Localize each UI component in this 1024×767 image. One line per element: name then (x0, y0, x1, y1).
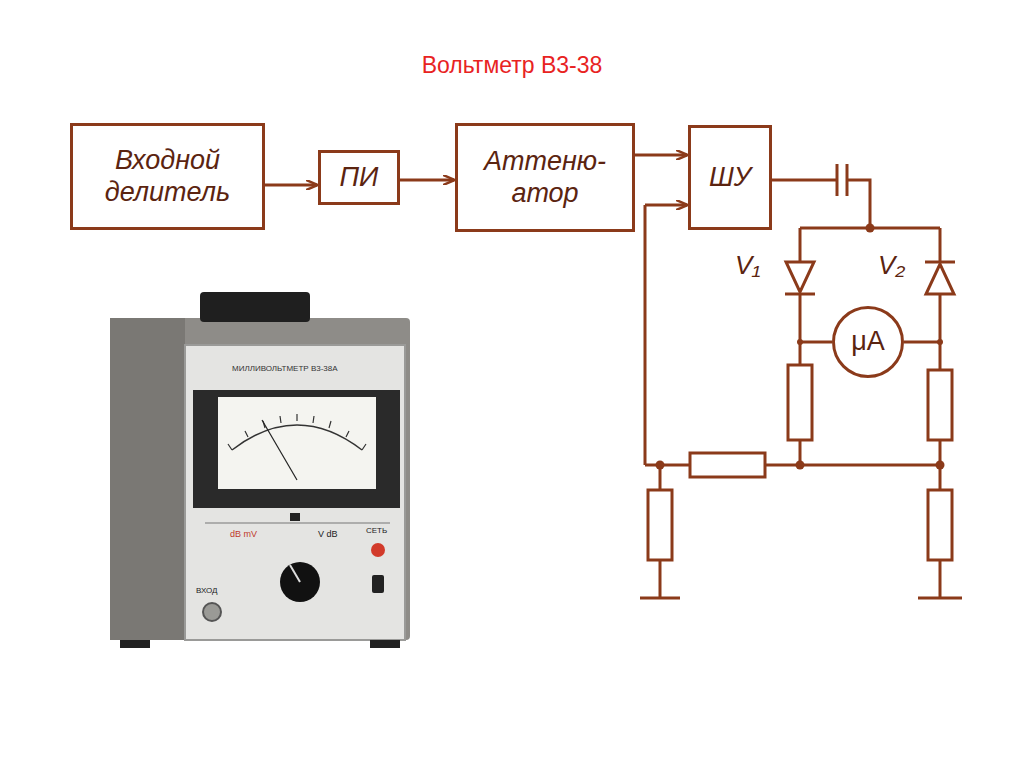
process-box: Аттеню- атор (455, 123, 635, 232)
feedback-wire (644, 205, 647, 465)
wire (904, 341, 940, 344)
diode-label: V₂ (878, 250, 905, 281)
junction-dots (656, 224, 945, 470)
device-foot (370, 640, 400, 648)
wire (848, 180, 870, 228)
scale-legend: V dB (318, 529, 338, 539)
box-label: Аттеню- атор (483, 146, 608, 208)
resistor-symbol (928, 370, 952, 440)
resistor-symbol (690, 453, 765, 477)
wire (799, 228, 802, 262)
device-illustration (110, 292, 410, 648)
junction-dot (656, 461, 665, 470)
diagram-title: Вольтметр В3-38 (0, 52, 1024, 79)
scale-ticks (228, 414, 366, 450)
device-handle (200, 292, 310, 322)
box-label: Входной делитель (93, 145, 243, 207)
diode-label: V₁ (735, 250, 761, 281)
wire (800, 341, 832, 344)
circle-outline (834, 308, 903, 377)
box-label: ПИ (340, 162, 379, 193)
arrow-connector (635, 154, 687, 157)
corrector-screw (290, 513, 300, 521)
diode-symbol (926, 264, 954, 294)
meter-needle (262, 420, 297, 480)
resistor-symbol (788, 365, 812, 440)
process-box: ШУ (688, 125, 772, 230)
junction-dot (936, 461, 945, 470)
junction-dot (937, 339, 943, 345)
power-switch (372, 575, 384, 593)
device-side (110, 318, 185, 640)
meter-scale (218, 397, 376, 489)
panel-line (205, 523, 390, 524)
ground-symbol (640, 597, 680, 600)
diode-symbol (786, 262, 814, 292)
process-box: Входной делитель (70, 123, 265, 230)
wire (645, 464, 690, 467)
range-knob (280, 562, 320, 602)
wire (765, 464, 940, 467)
device-foot (120, 640, 150, 648)
box-label: ШУ (709, 162, 751, 193)
feedback-arrow (645, 204, 687, 207)
wire (939, 228, 942, 262)
input-connector (203, 603, 221, 621)
wire (799, 294, 802, 365)
scale-arc (232, 425, 362, 450)
box-label: μA (851, 326, 885, 357)
meter-frame (193, 390, 400, 508)
capacitor-plate (836, 164, 839, 196)
process-box: ПИ (318, 150, 400, 205)
junction-dot (866, 224, 875, 233)
power-lamp (371, 543, 385, 557)
wire (659, 560, 662, 597)
arrow-connector (400, 179, 454, 182)
resistor-symbol (928, 490, 952, 560)
wire (939, 560, 942, 597)
resistor-symbol (648, 490, 672, 560)
knob-pointer (290, 565, 300, 582)
panel-label: СЕТЬ (366, 526, 387, 535)
meter-circle: μA (832, 306, 904, 378)
junction-dot (796, 461, 805, 470)
wire (939, 294, 942, 370)
panel-label: ВХОД (196, 586, 218, 595)
junction-dot (797, 339, 803, 345)
ground-symbol (918, 597, 962, 600)
device-nameplate: МИЛЛИВОЛЬТМЕТР В3-38А (232, 364, 338, 373)
device-body (110, 318, 410, 640)
wire (772, 179, 836, 182)
front-panel (185, 345, 405, 640)
arrow-connector (265, 184, 317, 187)
scale-legend: dB mV (230, 529, 257, 539)
